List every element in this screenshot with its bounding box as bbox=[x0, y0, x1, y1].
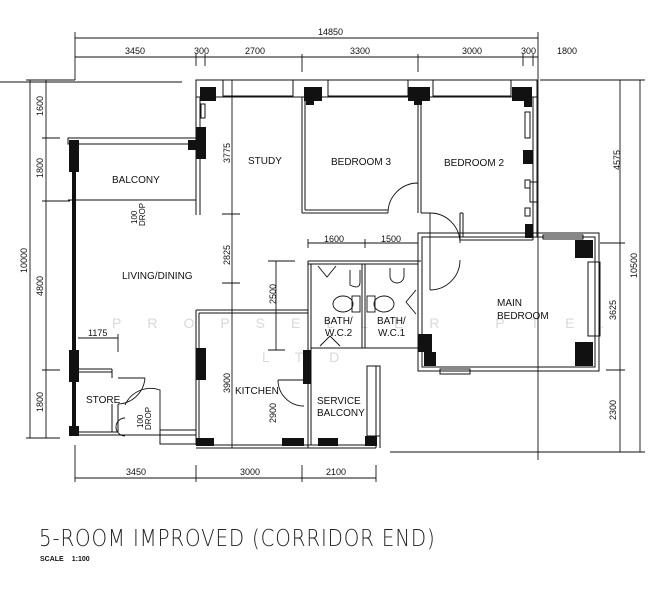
dim-left-overall: 10000 bbox=[19, 248, 29, 273]
dim-bottom-1: 3450 bbox=[126, 467, 146, 477]
dim-left-2: 1800 bbox=[35, 158, 45, 178]
dim-top-5: 3000 bbox=[462, 46, 482, 56]
dim-top-overall: 14850 bbox=[318, 27, 343, 37]
dim-left-4: 1800 bbox=[35, 392, 45, 412]
room-living-dining: LIVING/DINING bbox=[122, 271, 193, 282]
plan-scale: SCALE 1:100 bbox=[40, 556, 98, 563]
dim-left-3: 4800 bbox=[35, 276, 45, 296]
dim-top-7: 1800 bbox=[557, 46, 577, 56]
room-kitchen: KITCHEN bbox=[235, 386, 279, 397]
note-balcony-drop-line2: DROP bbox=[138, 203, 147, 226]
watermark-line1: PROPSELLER PTE. bbox=[112, 315, 630, 331]
dim-bath2-width: 1600 bbox=[324, 234, 344, 244]
room-store: STORE bbox=[86, 395, 121, 406]
room-main-bedroom-line2: BEDROOM bbox=[497, 311, 549, 322]
dim-bath1-width: 1500 bbox=[381, 234, 401, 244]
dim-top-4: 3300 bbox=[350, 46, 370, 56]
dim-top-3: 2700 bbox=[245, 46, 265, 56]
dim-right-1: 4575 bbox=[612, 150, 622, 170]
room-study: STUDY bbox=[248, 156, 282, 167]
room-bath-wc1-line1: BATH/ bbox=[377, 316, 406, 327]
room-bath-wc2-line2: W.C.2 bbox=[325, 328, 353, 339]
dim-right-overall: 10500 bbox=[629, 253, 639, 278]
room-service-balcony-line1: SERVICE bbox=[317, 396, 361, 407]
walls bbox=[67, 79, 601, 449]
dim-store-width: 1175 bbox=[88, 328, 107, 338]
room-bath-wc2-line1: BATH/ bbox=[324, 316, 353, 327]
dimension-lines bbox=[0, 32, 645, 482]
room-service-balcony-line2: BALCONY bbox=[317, 408, 365, 419]
note-entry-drop-line1: 100 bbox=[136, 414, 145, 428]
dim-study-height: 3775 bbox=[222, 143, 232, 163]
dim-top-1: 3450 bbox=[125, 46, 145, 56]
note-balcony-drop-line1: 100 bbox=[130, 210, 139, 224]
dim-top-6: 300 bbox=[521, 46, 536, 56]
room-bedroom-2: BEDROOM 2 bbox=[444, 158, 504, 169]
room-bath-wc1-line2: W.C.1 bbox=[378, 328, 406, 339]
plan-title: 5-ROOM IMPROVED (CORRIDOR END) bbox=[39, 526, 436, 552]
columns bbox=[69, 87, 593, 446]
dim-living-height: 2825 bbox=[222, 245, 232, 265]
dim-bottom-2: 3000 bbox=[240, 467, 260, 477]
note-entry-drop-line2: DROP bbox=[144, 407, 153, 430]
scale-value: 1:100 bbox=[71, 556, 90, 563]
dim-bottom-3: 2100 bbox=[326, 467, 346, 477]
dim-top-2: 300 bbox=[194, 46, 209, 56]
dim-kitchen-height: 3900 bbox=[222, 373, 232, 393]
scale-label: SCALE bbox=[40, 556, 64, 563]
room-bedroom-3: BEDROOM 3 bbox=[331, 157, 391, 168]
room-main-bedroom-line1: MAIN bbox=[497, 298, 522, 309]
dim-service-height: 2900 bbox=[268, 403, 278, 423]
room-balcony: BALCONY bbox=[112, 175, 160, 186]
dim-right-3: 2300 bbox=[608, 400, 618, 420]
dim-left-1: 1600 bbox=[35, 96, 45, 116]
door-swings bbox=[115, 182, 461, 437]
dim-right-2: 3625 bbox=[608, 300, 618, 320]
dim-bath-height: 2500 bbox=[268, 284, 278, 304]
watermark-line2: LTD bbox=[262, 349, 365, 365]
